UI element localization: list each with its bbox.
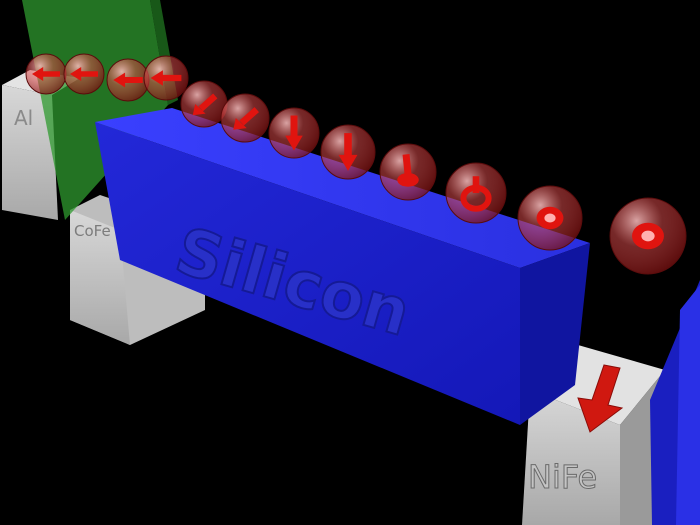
toward-viewer-dot-icon <box>536 206 564 230</box>
left-arrow-icon <box>150 70 182 86</box>
down-left-arrow-icon <box>233 107 259 130</box>
left-arrow-icon <box>32 67 60 81</box>
electron <box>63 53 105 95</box>
nife-block: NiFe <box>522 345 665 525</box>
electron <box>445 162 507 224</box>
down-tilted-arrow-icon <box>397 154 419 187</box>
electron <box>379 143 437 201</box>
cofe-label: CoFe <box>74 222 111 240</box>
silicon-block: Silicon <box>95 108 590 425</box>
down-left-arrow-icon <box>192 93 218 116</box>
electron <box>320 124 376 180</box>
electron <box>268 107 320 159</box>
electron <box>106 58 150 102</box>
down-arrow-icon <box>338 133 358 171</box>
toward-viewer-arrow-icon <box>460 176 492 212</box>
silicon-right-fragment-edge <box>676 285 700 525</box>
electron <box>220 93 270 143</box>
down-arrow-icon <box>285 115 303 151</box>
aluminum-label: Al <box>14 106 33 130</box>
electron <box>25 53 67 95</box>
electron <box>517 185 583 251</box>
electron <box>143 55 189 101</box>
nife-label: NiFe <box>528 458 597 496</box>
left-arrow-icon <box>70 67 98 81</box>
electron-chain <box>25 53 687 275</box>
electron <box>180 80 228 128</box>
toward-viewer-dot-icon <box>632 222 664 250</box>
nife-magnetization-arrow-icon <box>577 364 624 433</box>
electron <box>609 197 687 275</box>
left-arrow-icon <box>113 72 143 88</box>
